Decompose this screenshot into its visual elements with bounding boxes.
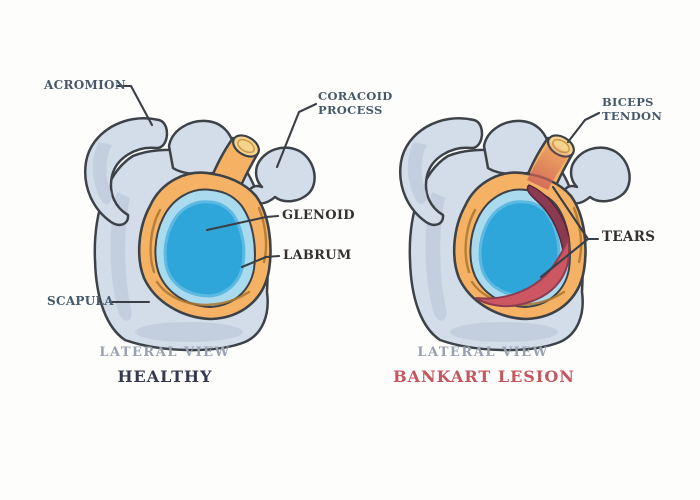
glenoid-leader bbox=[205, 214, 280, 232]
left-view-caption: LATERAL VIEW bbox=[99, 345, 231, 360]
label-coracoid-process: CORACOID PROCESS bbox=[318, 89, 393, 117]
label-biceps-line1: BICEPS bbox=[602, 95, 654, 109]
label-tears: TEARS bbox=[602, 229, 656, 245]
lower-tear bbox=[475, 237, 570, 308]
right-title-bankart-lesion: BANKART LESION bbox=[393, 367, 575, 386]
tendon-strain-tint bbox=[527, 142, 570, 190]
label-biceps-tendon: BICEPS TENDON bbox=[602, 95, 663, 123]
biceps-tendon-leader bbox=[566, 111, 601, 144]
coracoid-leader bbox=[275, 102, 318, 169]
bankart-shoulder-art bbox=[398, 116, 632, 352]
label-coracoid-line2: PROCESS bbox=[318, 102, 383, 117]
label-scapula: SCAPULA bbox=[47, 294, 114, 308]
healthy-shoulder-art bbox=[83, 116, 317, 352]
tears-leader bbox=[539, 185, 600, 279]
right-view-caption: LATERAL VIEW bbox=[417, 345, 549, 360]
leader-lines bbox=[108, 84, 601, 304]
labrum-leader bbox=[240, 254, 281, 269]
label-coracoid-line1: CORACOID bbox=[318, 89, 393, 103]
acromion-leader bbox=[115, 84, 154, 127]
label-glenoid: GLENOID bbox=[282, 208, 355, 223]
label-biceps-line2: TENDON bbox=[602, 108, 663, 123]
left-title-healthy: HEALTHY bbox=[117, 367, 213, 386]
label-acromion: ACROMION bbox=[44, 78, 127, 92]
label-labrum: LABRUM bbox=[283, 248, 352, 263]
